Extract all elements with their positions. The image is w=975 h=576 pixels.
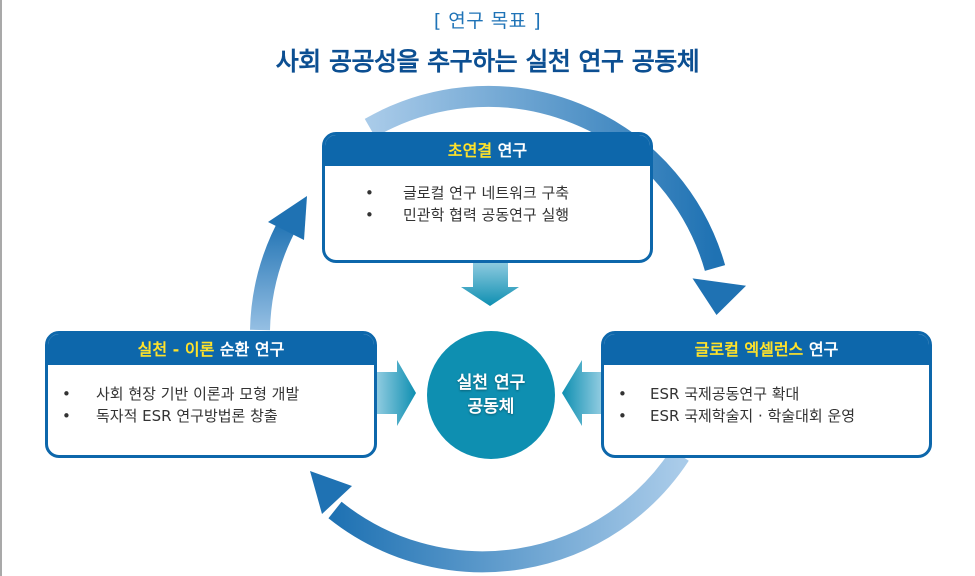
center-label-line1: 실천 연구	[456, 373, 526, 393]
list-item: • 민관학 협력 공동연구 실행	[365, 204, 650, 226]
list-item: • 사회 현장 기반 이론과 모형 개발	[62, 383, 374, 405]
cycle-arrow-top-right	[364, 85, 747, 316]
item-text: 독자적 ESR 연구방법론 창출	[96, 407, 278, 425]
center-label-line2: 공동체	[467, 397, 515, 417]
item-list: • 글로컬 연구 네트워크 구축 • 민관학 협력 공동연구 실행	[325, 166, 650, 226]
item-list: • ESR 국제공동연구 확대 • ESR 국제학술지 · 학술대회 운영	[604, 365, 929, 427]
bullet-icon: •	[618, 407, 627, 425]
page-title: 사회 공공성을 추구하는 실천 연구 공동체	[275, 47, 700, 76]
list-item: • 글로컬 연구 네트워크 구축	[365, 182, 650, 204]
left-border-rule	[0, 0, 2, 576]
bullet-icon: •	[62, 385, 71, 403]
list-item: • ESR 국제공동연구 확대	[618, 383, 929, 405]
header-highlight: 실천 - 이론	[137, 340, 215, 359]
bullet-icon: •	[618, 385, 627, 403]
header-rest: 순환 연구	[214, 340, 285, 359]
item-text: ESR 국제학술지 · 학술대회 운영	[650, 407, 856, 425]
list-item: • 독자적 ESR 연구방법론 창출	[62, 405, 374, 427]
box-header: 초연결 연구	[325, 135, 650, 166]
item-text: 사회 현장 기반 이론과 모형 개발	[96, 385, 300, 403]
box-header: 실천 - 이론 순환 연구	[48, 334, 374, 365]
item-text: 글로컬 연구 네트워크 구축	[403, 184, 570, 202]
arrow-right-to-center	[377, 360, 416, 426]
box-glocal-excellence-research: 글로컬 엑셀런스 연구 • ESR 국제공동연구 확대 • ESR 국제학술지 · …	[601, 331, 932, 458]
bullet-icon: •	[365, 184, 374, 202]
header-highlight: 글로컬 엑셀런스	[694, 340, 804, 359]
box-hyperconnected-research: 초연결 연구 • 글로컬 연구 네트워크 구축 • 민관학 협력 공동연구 실행	[322, 132, 653, 263]
arrow-down-to-center	[461, 262, 519, 306]
box-header: 글로컬 엑셀런스 연구	[604, 334, 929, 365]
box-practice-theory-research: 실천 - 이론 순환 연구 • 사회 현장 기반 이론과 모형 개발 • 독자적 E…	[45, 331, 377, 458]
list-item: • ESR 국제학술지 · 학술대회 운영	[618, 405, 929, 427]
bullet-icon: •	[365, 206, 374, 224]
header-highlight: 초연결	[447, 141, 493, 160]
bullet-icon: •	[62, 407, 71, 425]
center-circle-practice-community: 실천 연구 공동체	[427, 331, 555, 459]
header-rest: 연구	[492, 141, 528, 160]
item-text: ESR 국제공동연구 확대	[650, 385, 800, 403]
arrow-left-to-center	[562, 360, 601, 426]
section-subtitle: [ 연구 목표 ]	[433, 10, 542, 32]
header-rest: 연구	[803, 340, 839, 359]
item-list: • 사회 현장 기반 이론과 모형 개발 • 독자적 ESR 연구방법론 창출	[48, 365, 374, 427]
cycle-arrow-bottom-left	[310, 449, 689, 573]
cycle-arrow-left-up	[250, 196, 307, 331]
item-text: 민관학 협력 공동연구 실행	[403, 206, 570, 224]
